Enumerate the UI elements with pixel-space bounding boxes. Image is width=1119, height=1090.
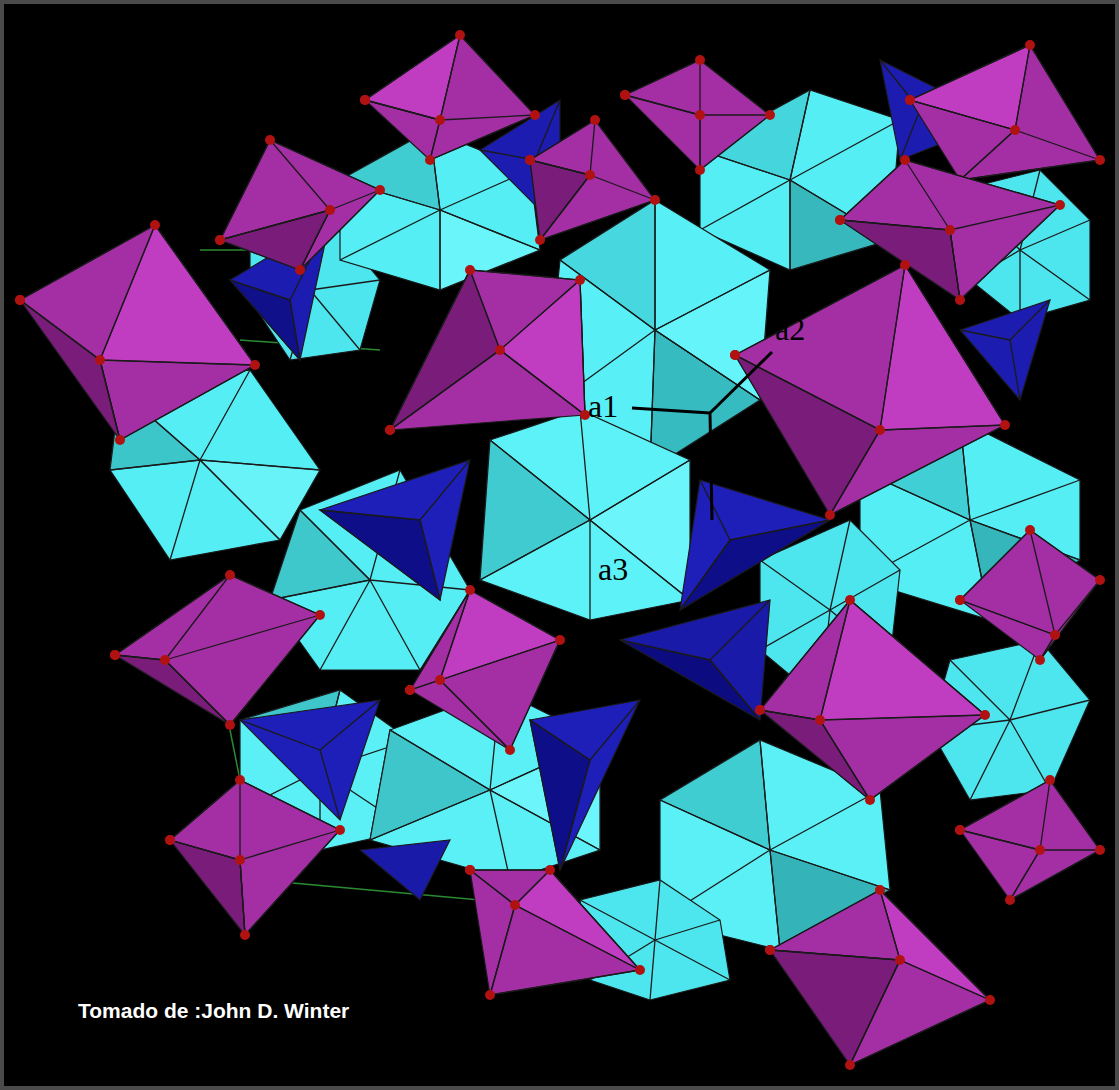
axis-label: a1 — [588, 390, 618, 422]
axis-label: a3 — [598, 553, 628, 585]
axis-lines — [632, 352, 772, 520]
axis-label: a2 — [775, 313, 805, 345]
source-credit: Tomado de :John D. Winter — [78, 1000, 349, 1021]
